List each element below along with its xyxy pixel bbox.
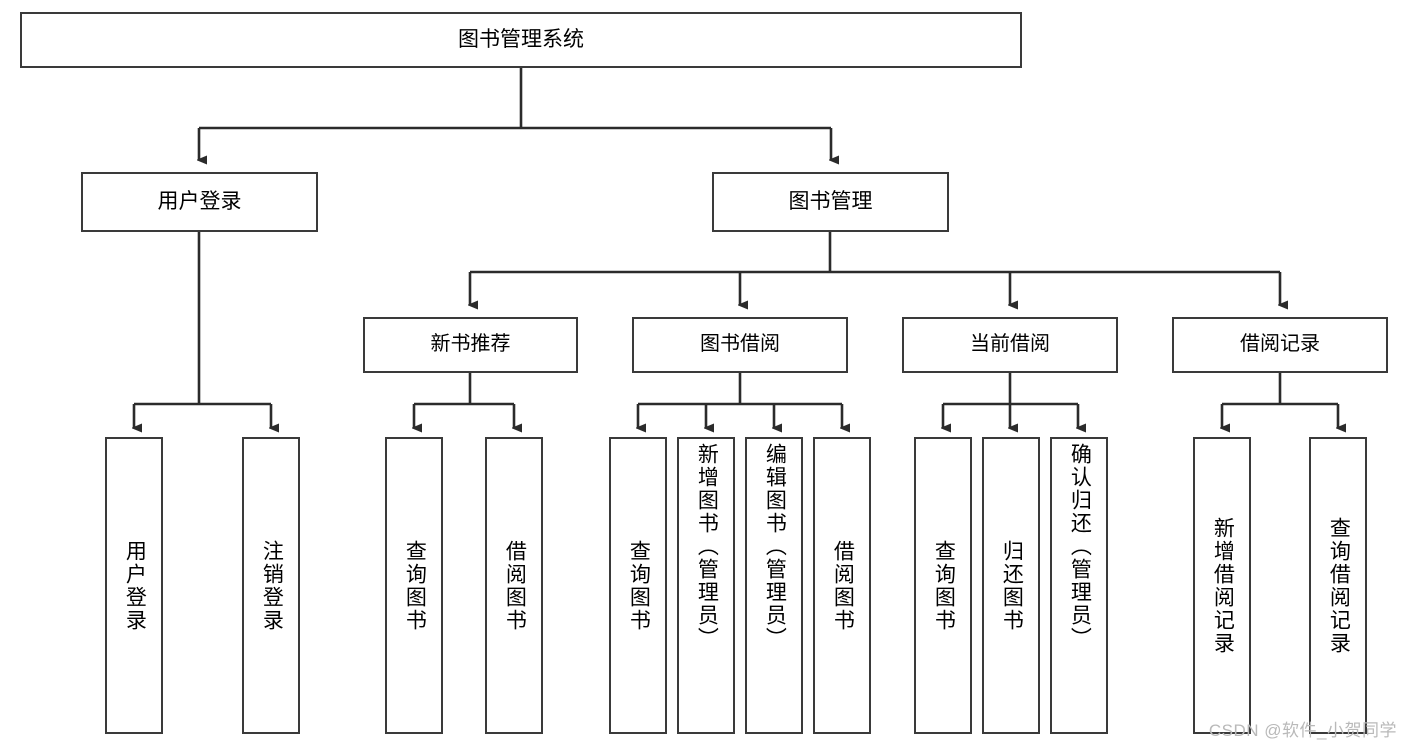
node-current-borrow[interactable]: 当前借阅: [902, 317, 1118, 373]
node-label: 图书管理系统: [458, 27, 584, 51]
leaf-current-borrow-query-book[interactable]: 查询图书: [914, 437, 972, 734]
node-root-book-management-system[interactable]: 图书管理系统: [20, 12, 1022, 68]
node-label: 用户登录: [157, 189, 242, 213]
node-new-book-recommend[interactable]: 新书推荐: [363, 317, 578, 373]
node-label: 借阅图书: [831, 539, 855, 632]
leaf-borrow-record-add-record[interactable]: 新增借阅记录: [1193, 437, 1251, 734]
node-label: 查询借阅记录: [1327, 516, 1351, 655]
node-label: 查询图书: [403, 539, 427, 632]
leaf-book-borrow-query-book[interactable]: 查询图书: [609, 437, 667, 734]
node-label: 新书推荐: [430, 333, 511, 356]
leaf-current-borrow-confirm-return-admin[interactable]: 确认归还（管理员）: [1050, 437, 1108, 734]
node-label: 图书借阅: [700, 333, 780, 356]
node-label: 确认归还（管理员）: [1068, 443, 1092, 650]
node-label: 新增图书（管理员）: [695, 443, 719, 650]
node-label: 查询图书: [627, 539, 651, 632]
node-book-borrow[interactable]: 图书借阅: [632, 317, 848, 373]
leaf-book-borrow-edit-book-admin[interactable]: 编辑图书（管理员）: [745, 437, 803, 734]
node-label: 用户登录: [123, 539, 147, 632]
node-label: 借阅记录: [1240, 333, 1320, 356]
leaf-user-login-login[interactable]: 用户登录: [105, 437, 163, 734]
leaf-new-book-borrow-book[interactable]: 借阅图书: [485, 437, 543, 734]
csdn-watermark: CSDN @软件_小贺同学: [1208, 721, 1397, 740]
node-borrow-record[interactable]: 借阅记录: [1172, 317, 1388, 373]
leaf-book-borrow-borrow-book[interactable]: 借阅图书: [813, 437, 871, 734]
node-label: 编辑图书（管理员）: [763, 443, 787, 650]
node-label: 查询图书: [932, 539, 956, 632]
node-user-login[interactable]: 用户登录: [81, 172, 318, 232]
leaf-new-book-query-book[interactable]: 查询图书: [385, 437, 443, 734]
node-label: 图书管理: [788, 189, 873, 213]
leaf-user-login-logout[interactable]: 注销登录: [242, 437, 300, 734]
node-label: 归还图书: [1000, 539, 1024, 632]
node-label: 注销登录: [260, 539, 284, 632]
node-book-management[interactable]: 图书管理: [712, 172, 949, 232]
node-label: 当前借阅: [970, 333, 1050, 356]
node-label: 借阅图书: [503, 539, 527, 632]
node-label: 新增借阅记录: [1211, 516, 1235, 655]
leaf-borrow-record-query-record[interactable]: 查询借阅记录: [1309, 437, 1367, 734]
leaf-book-borrow-add-book-admin[interactable]: 新增图书（管理员）: [677, 437, 735, 734]
leaf-current-borrow-return-book[interactable]: 归还图书: [982, 437, 1040, 734]
